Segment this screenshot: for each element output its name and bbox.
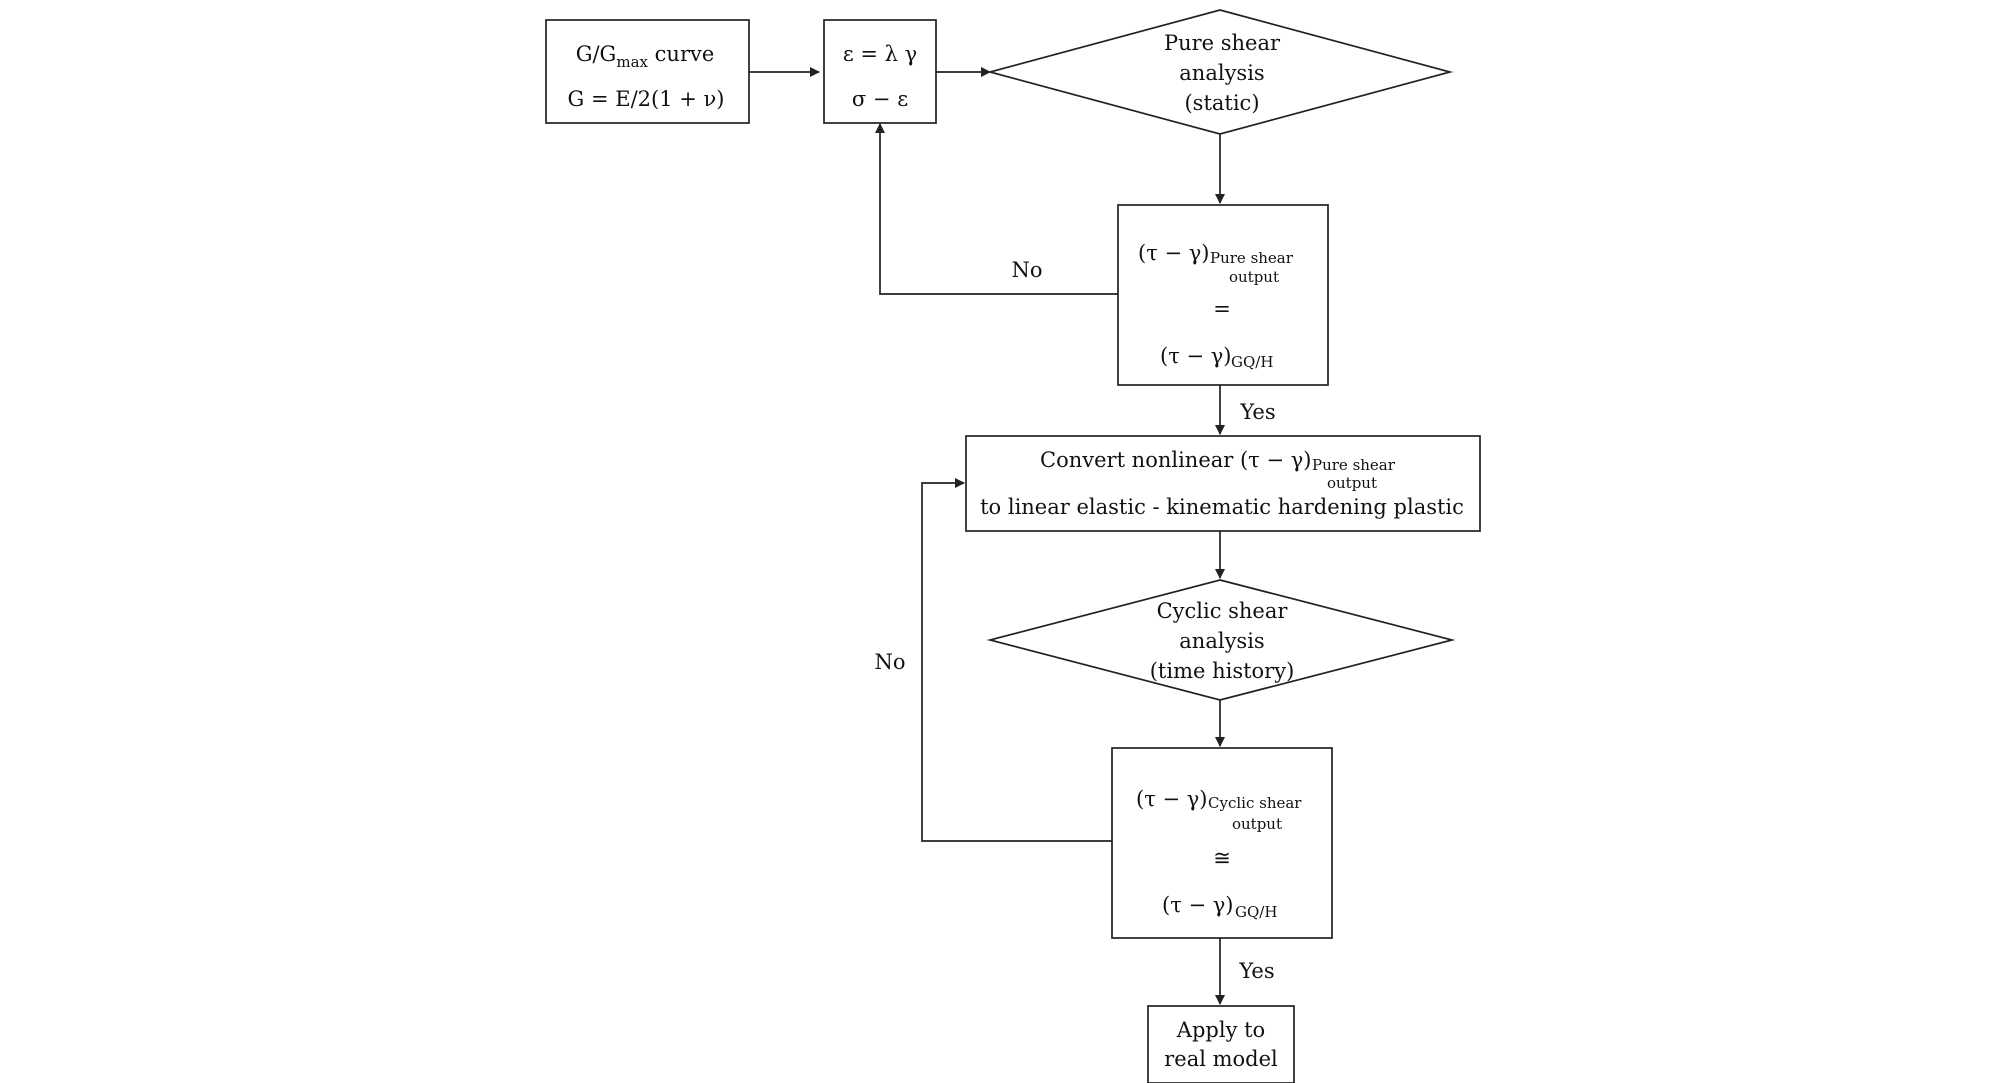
cyclic-shear-analysis-decision: Cyclic shear analysis (time history) [986, 579, 1456, 701]
convert-line1-sub2: output [1327, 474, 1377, 492]
pure-check-lhs-sub2: output [1229, 268, 1279, 286]
gmax-line2: G = E/2(1 + ν) [568, 87, 725, 111]
cyclic-shear-line3: (time history) [1150, 659, 1295, 683]
convert-line2: to linear elastic - kinematic hardening … [980, 495, 1464, 519]
connectors [748, 67, 1225, 1005]
apply-line2: real model [1164, 1047, 1278, 1071]
label-cyclic-yes: Yes [1238, 959, 1274, 983]
pure-shear-line1: Pure shear [1164, 31, 1281, 55]
cyclic-shear-line2: analysis [1179, 629, 1264, 653]
pure-shear-analysis-decision: Pure shear analysis (static) [986, 9, 1454, 135]
pure-shear-line2: analysis [1179, 61, 1264, 85]
cyclic-check-rhs-sub: GQ/H [1235, 903, 1277, 921]
cyclic-check-rhs: (τ − γ) [1162, 893, 1234, 917]
pure-check-rhs-sub: GQ/H [1231, 353, 1273, 371]
convert-line1: Convert nonlinear (τ − γ) [1040, 448, 1312, 472]
pure-check-op: = [1213, 297, 1231, 321]
pure-shear-check-box: (τ − γ) Pure shear output = (τ − γ) GQ/H [1117, 204, 1329, 386]
label-pure-no: No [1011, 258, 1042, 282]
convert-line1-sub1: Pure shear [1312, 456, 1396, 474]
edge-pure-check-no-loop [875, 123, 1118, 295]
edge-cyclic-check-no-loop [921, 478, 1112, 842]
label-cyclic-no: No [874, 650, 905, 674]
cyclic-check-lhs-sub2: output [1232, 815, 1282, 833]
strain-line2: σ − ε [852, 87, 908, 111]
apply-to-real-model-box: Apply to real model [1147, 1005, 1295, 1083]
strain-stress-box: ε = λ γ σ − ε [823, 19, 937, 124]
gmax-curve-box: G/Gmax curve G = E/2(1 + ν) [545, 19, 750, 124]
strain-line1: ε = λ γ [843, 42, 917, 66]
pure-check-lhs-sub1: Pure shear [1210, 249, 1294, 267]
cyclic-shear-line1: Cyclic shear [1157, 599, 1289, 623]
convert-nonlinear-box: Convert nonlinear (τ − γ) Pure shear out… [965, 435, 1481, 532]
pure-shear-line3: (static) [1184, 91, 1259, 115]
cyclic-check-lhs-sub1: Cyclic shear [1208, 794, 1302, 812]
gmax-line1: G/Gmax curve [576, 42, 715, 71]
cyclic-shear-check-box: (τ − γ) Cyclic shear output ≅ (τ − γ) GQ… [1111, 747, 1333, 939]
apply-line1: Apply to [1176, 1018, 1265, 1042]
cyclic-check-op: ≅ [1213, 846, 1231, 870]
label-pure-yes: Yes [1239, 400, 1275, 424]
pure-check-rhs: (τ − γ) [1160, 344, 1232, 368]
cyclic-check-lhs: (τ − γ) [1136, 787, 1208, 811]
pure-check-lhs: (τ − γ) [1138, 241, 1210, 265]
